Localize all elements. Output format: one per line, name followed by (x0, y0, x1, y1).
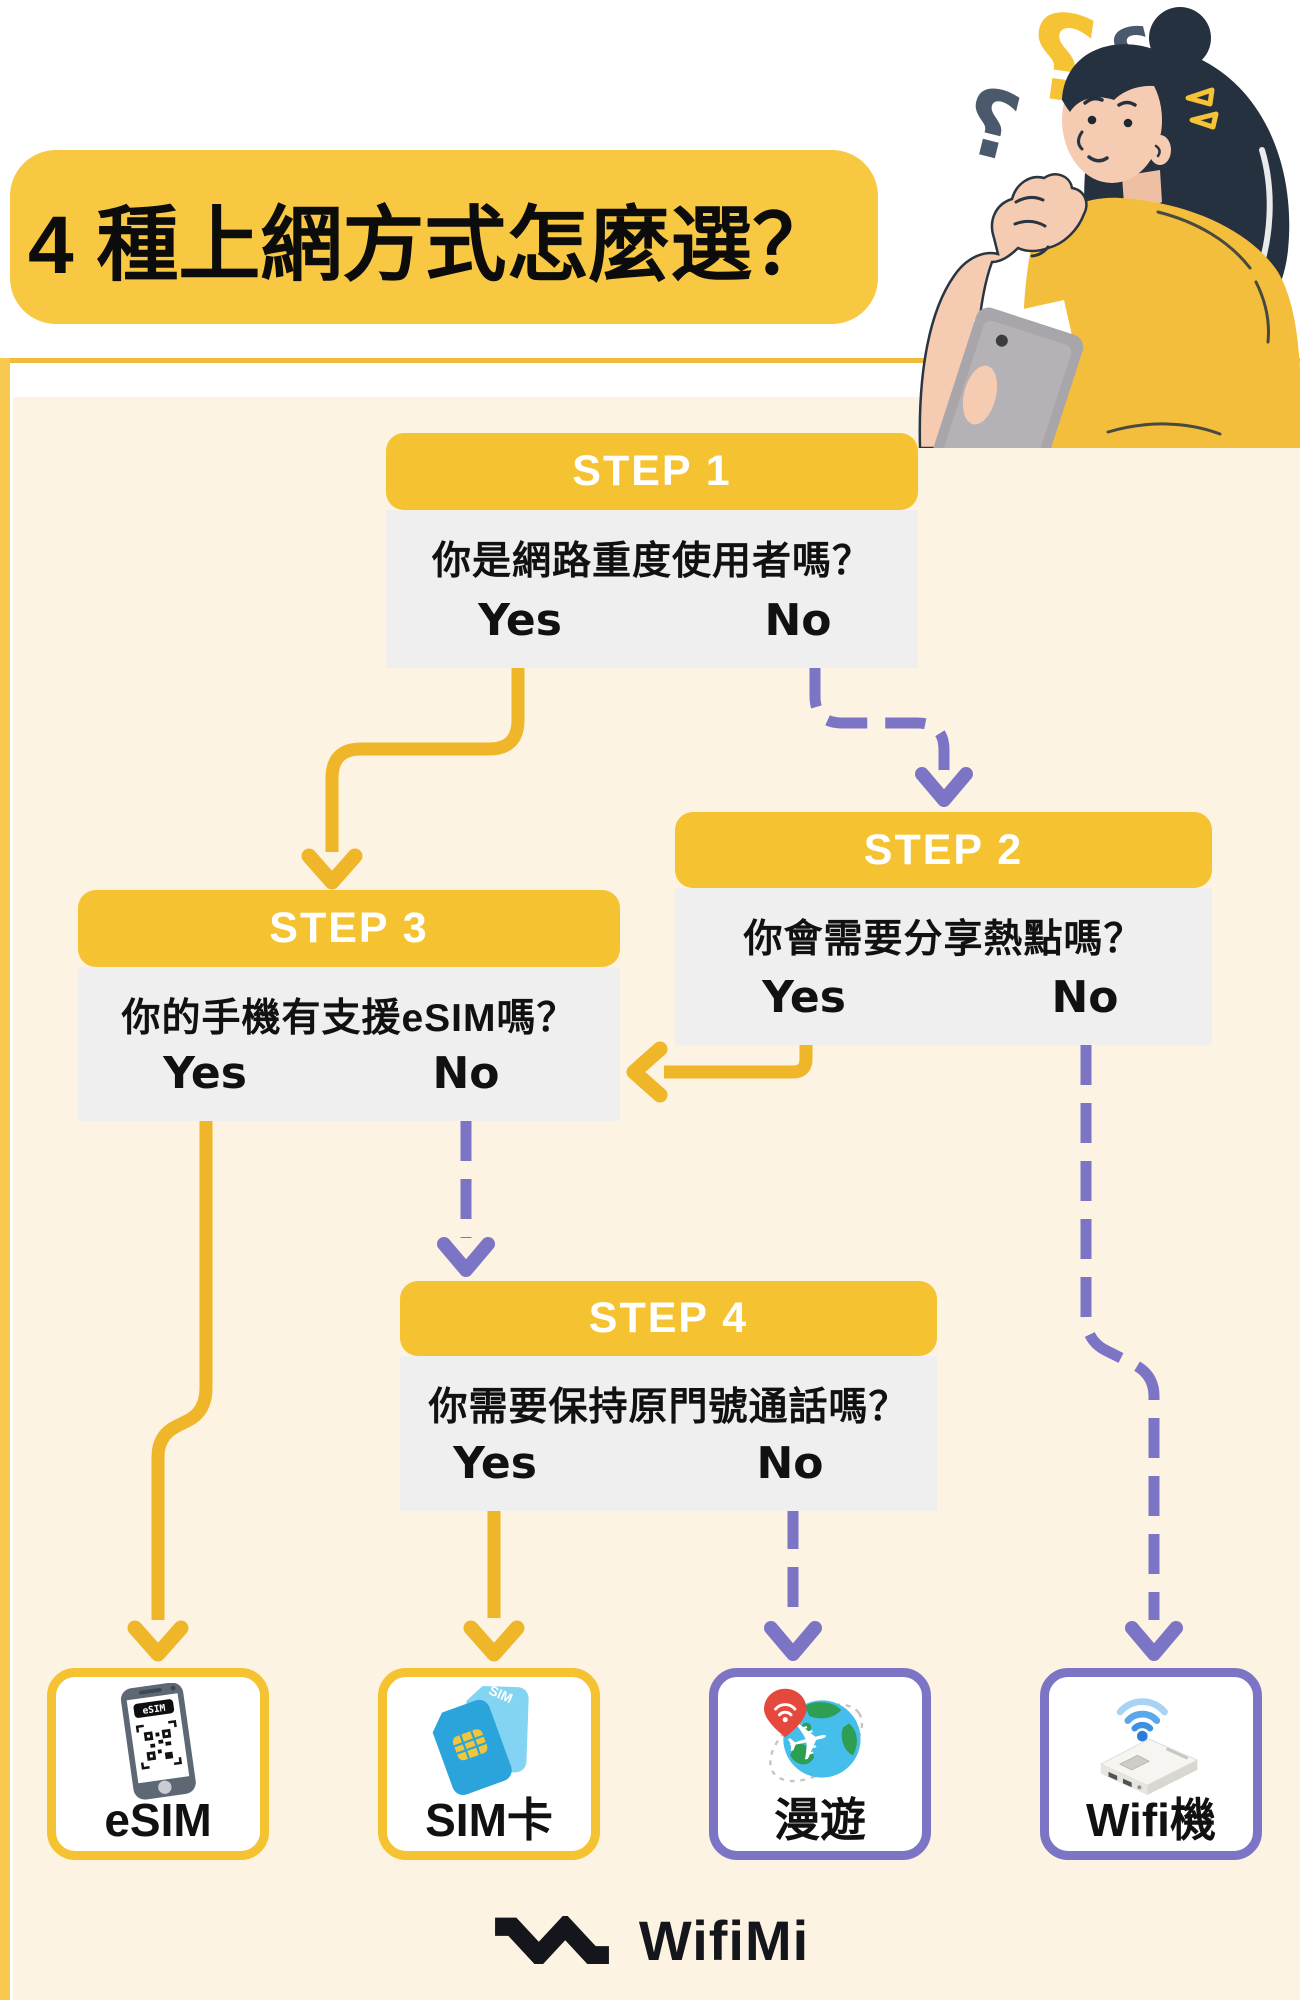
brand-name: WifiMi (638, 1908, 810, 1972)
step1-yes-label: Yes (478, 595, 562, 646)
step2-no-label: No (1051, 972, 1119, 1023)
step1-question: 你是網路重度使用者嗎？ (431, 540, 872, 583)
svg-text:?: ? (953, 67, 1031, 184)
phone-icon (927, 307, 1084, 448)
step2-box: STEP 2 你會需要分享熱點嗎？ Yes No (675, 812, 1212, 1045)
step4-no-label: No (756, 1438, 824, 1489)
wifimi-logo-icon (494, 1916, 609, 1964)
step4-box: STEP 4 你需要保持原門號通話嗎？ Yes No (400, 1281, 937, 1511)
outcome-roaming-label: 漫遊 (774, 1794, 866, 1846)
outcome-sim-box: SIM SIM卡 (378, 1668, 600, 1860)
step3-yes-label: Yes (163, 1048, 247, 1099)
wifi-router-icon (1049, 1683, 1253, 1795)
step2-body: 你會需要分享熱點嗎？ Yes No (675, 888, 1212, 1045)
bangs (1062, 44, 1203, 129)
step3-header: STEP 3 (78, 890, 620, 967)
step3-question: 你的手機有支援eSIM嗎？ (121, 997, 577, 1040)
esim-phone-icon: eSIM (56, 1683, 260, 1801)
step1-box: STEP 1 你是網路重度使用者嗎？ Yes No (386, 433, 918, 668)
roaming-globe-icon: ✈ (718, 1683, 922, 1795)
sim-card-icon: SIM (387, 1683, 591, 1795)
outcome-esim-label: eSIM (104, 1794, 212, 1846)
step3-no-label: No (432, 1048, 500, 1099)
title-banner: 4 種上網方式怎麼選？ (10, 150, 878, 324)
thinking-woman-illustration: ? ? ? ? (918, 0, 1300, 448)
divider-line (10, 358, 1300, 363)
svg-text:eSIM: eSIM (141, 1703, 165, 1717)
outcome-esim-box: eSIM eSIM (47, 1668, 269, 1860)
step3-body: 你的手機有支援eSIM嗎？ Yes No (78, 967, 620, 1121)
step3-box: STEP 3 你的手機有支援eSIM嗎？ Yes No (78, 890, 620, 1121)
step1-body: 你是網路重度使用者嗎？ Yes No (386, 510, 918, 668)
step4-header: STEP 4 (400, 1281, 937, 1356)
footer-brand: WifiMi (0, 1900, 1300, 1980)
step2-header: STEP 2 (675, 812, 1212, 888)
step4-yes-label: Yes (453, 1438, 537, 1489)
step1-header: STEP 1 (386, 433, 918, 510)
outcome-roaming-box: ✈ 漫遊 (709, 1668, 931, 1860)
step2-question: 你會需要分享熱點嗎？ (743, 918, 1144, 961)
step4-question: 你需要保持原門號通話嗎？ (428, 1386, 909, 1429)
hair-bun (1149, 7, 1211, 69)
outcome-wifi-label: Wifi機 (1086, 1794, 1216, 1846)
hair-clip-icon (1185, 87, 1219, 130)
page-title: 4 種上網方式怎麼選？ (28, 199, 835, 291)
step4-body: 你需要保持原門號通話嗎？ Yes No (400, 1356, 937, 1511)
shirt (1023, 197, 1300, 448)
step1-no-label: No (764, 595, 832, 646)
outcome-sim-label: SIM卡 (425, 1794, 553, 1846)
outcome-wifi-box: Wifi機 (1040, 1668, 1262, 1860)
step2-yes-label: Yes (762, 972, 846, 1023)
left-edge-accent-bar (0, 358, 10, 2000)
